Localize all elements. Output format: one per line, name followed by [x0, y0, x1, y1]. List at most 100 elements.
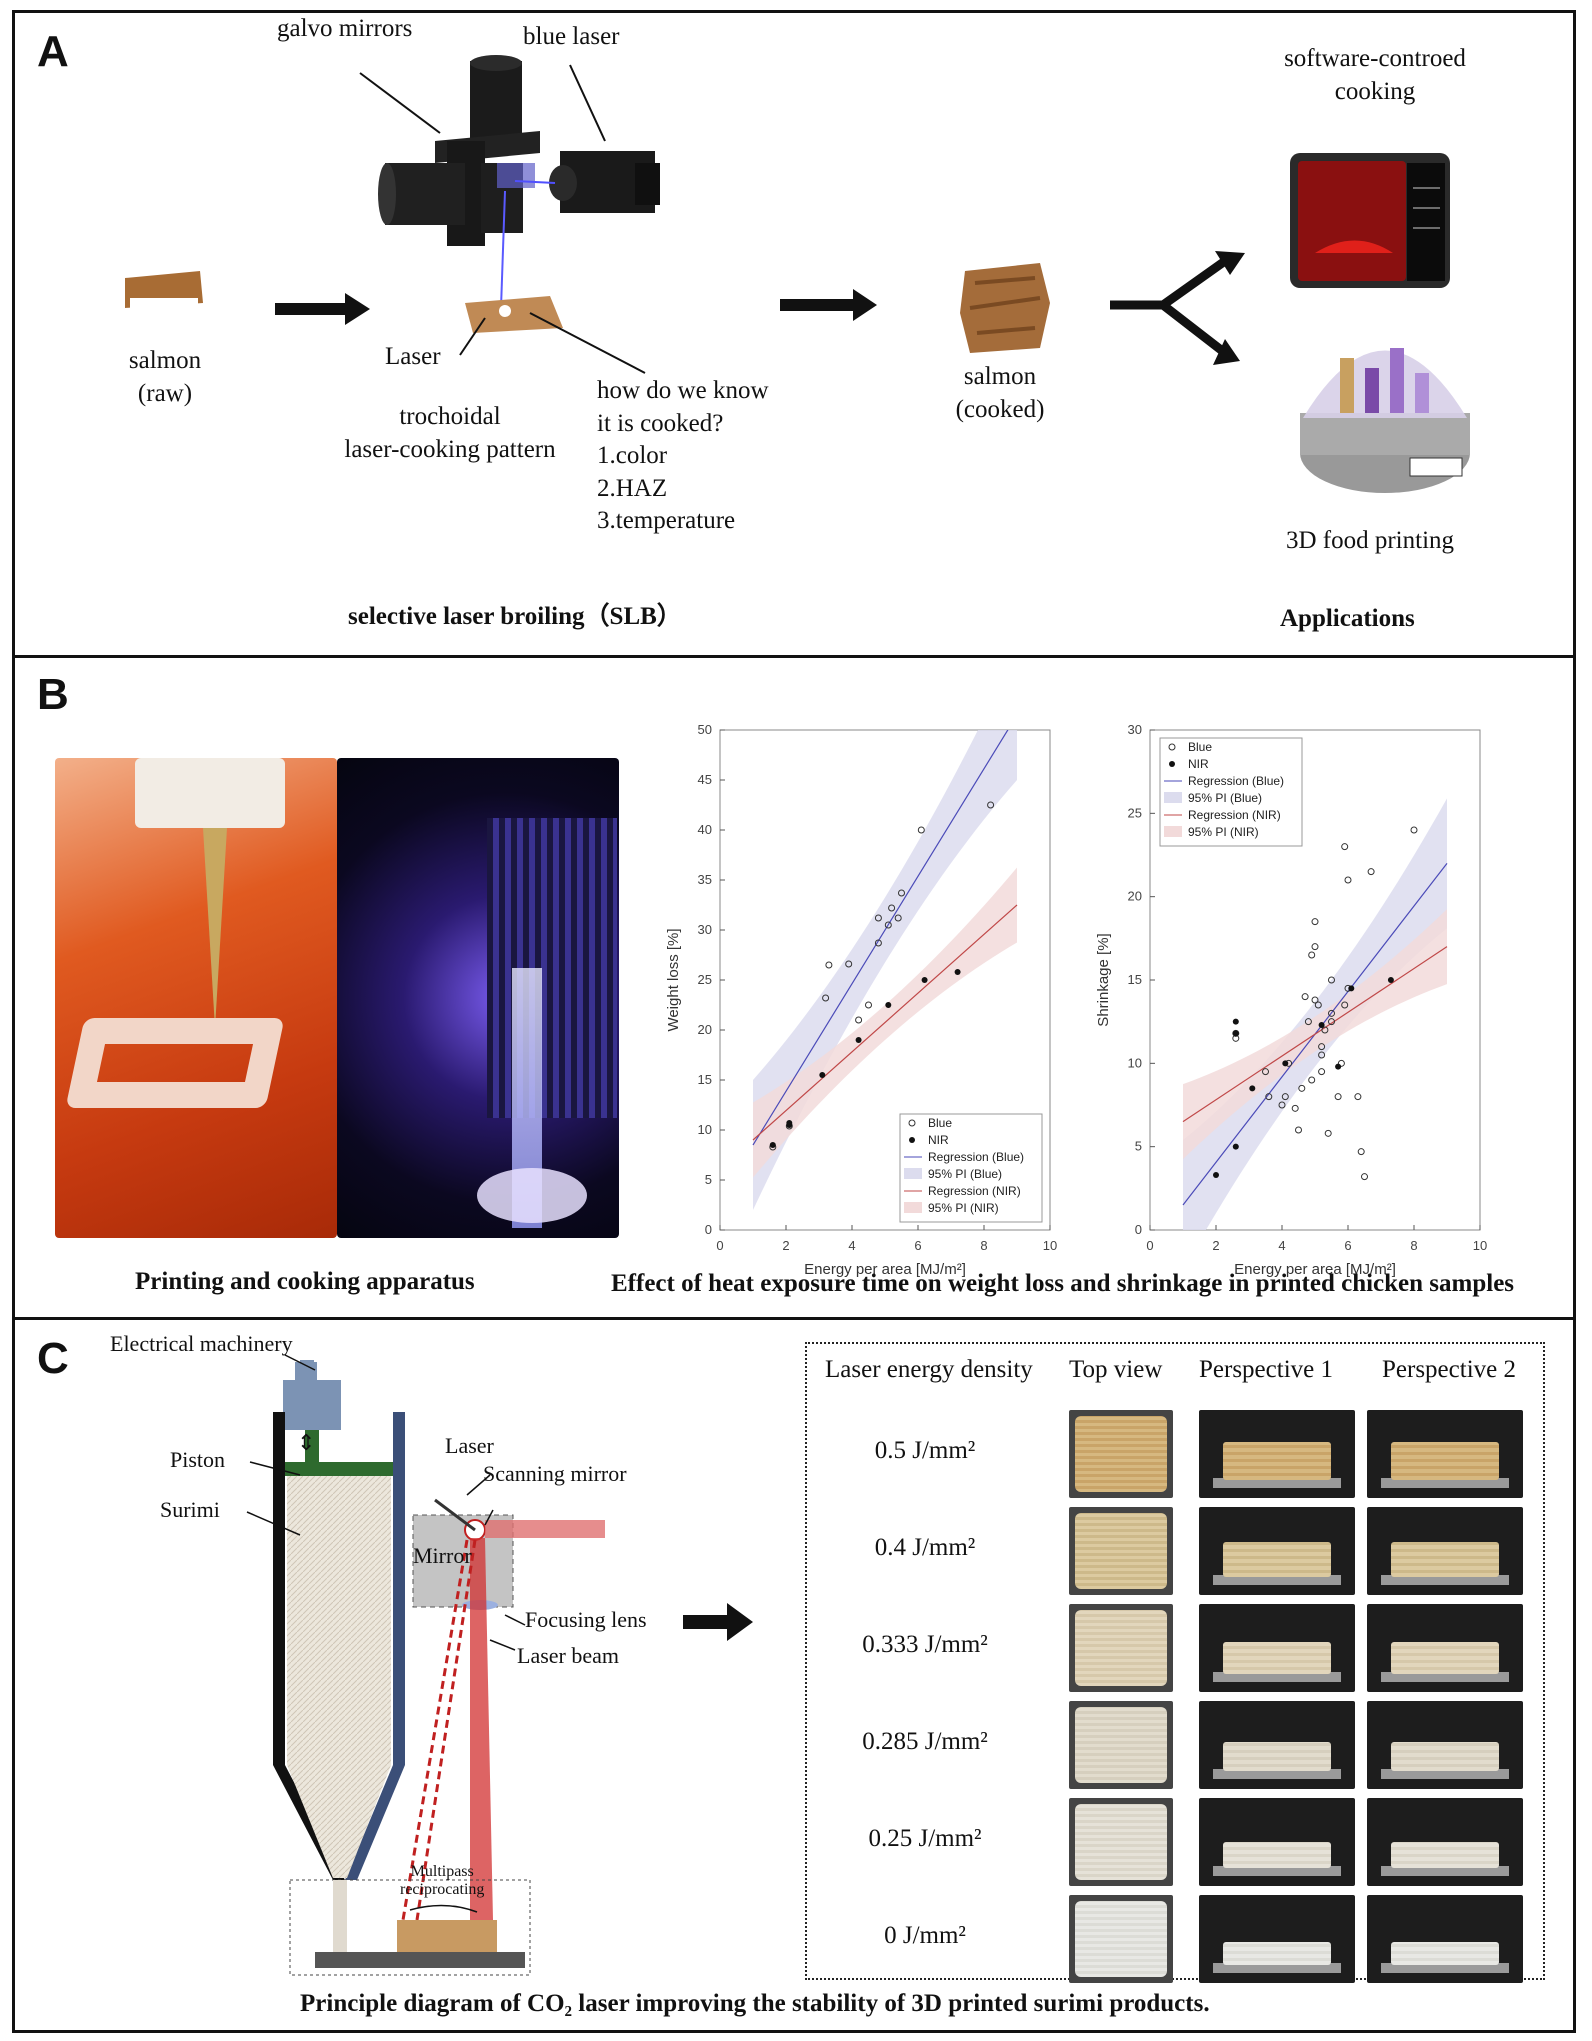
- y-tick-label: 45: [698, 772, 712, 787]
- software-cooking-label: software-controed cooking: [1284, 45, 1466, 105]
- perspective-2-photo: [1367, 1410, 1523, 1498]
- legend-label: 95% PI (NIR): [928, 1201, 999, 1215]
- y-tick-label: 5: [705, 1172, 712, 1187]
- co2-laser-diagram: ⇕: [246, 1354, 753, 1976]
- y-tick-label: 15: [698, 1072, 712, 1087]
- effect-caption: Effect of heat exposure time on weight l…: [611, 1270, 1515, 1297]
- data-point-nir: [954, 969, 961, 975]
- data-point-nir: [1282, 1060, 1289, 1067]
- galvo-label: galvo mirrors: [277, 15, 413, 42]
- data-point-blue: [1328, 1018, 1335, 1026]
- x-tick-label: 6: [1344, 1238, 1351, 1253]
- perspective-1-photo: [1199, 1701, 1355, 1789]
- piston-label: Piston: [170, 1447, 226, 1472]
- legend-swatch: [904, 1168, 922, 1179]
- data-point-nir: [1232, 1143, 1239, 1150]
- top-view-photo: [1069, 1507, 1173, 1595]
- data-point-blue: [1354, 1093, 1362, 1101]
- perspective-2-photo: [1367, 1507, 1523, 1595]
- pattern-label: trochoidal laser-cooking pattern: [344, 403, 556, 463]
- legend-swatch: [904, 1202, 922, 1213]
- data-point-blue: [888, 904, 896, 912]
- x-tick-label: 6: [914, 1238, 921, 1253]
- legend-label: NIR: [928, 1133, 949, 1147]
- laser-label: Laser: [445, 1433, 494, 1458]
- legend-swatch: [1164, 826, 1182, 837]
- data-point-nir: [1348, 985, 1355, 992]
- legend-label: Regression (Blue): [928, 1150, 1024, 1164]
- data-point-blue: [1278, 1101, 1286, 1109]
- data-point-blue: [1311, 996, 1319, 1004]
- x-tick-label: 4: [1278, 1238, 1285, 1253]
- x-tick-label: 0: [1146, 1238, 1153, 1253]
- perspective-1-photo: [1199, 1507, 1355, 1595]
- data-point-blue: [1308, 1076, 1316, 1084]
- x-tick-label: 8: [980, 1238, 987, 1253]
- data-point-blue: [1281, 1093, 1289, 1101]
- density-label: 0.5 J/mm²: [874, 1437, 976, 1464]
- data-point-nir: [885, 1002, 892, 1008]
- data-point-nir: [921, 977, 928, 983]
- data-point-blue: [865, 1001, 872, 1009]
- electrical-machinery-label: Electrical machinery: [110, 1331, 293, 1356]
- y-tick-label: 0: [1135, 1222, 1142, 1237]
- data-point-blue: [822, 994, 830, 1002]
- data-point-blue: [825, 961, 833, 969]
- regression-line-nir: [1182, 946, 1448, 1123]
- data-point-blue: [1311, 943, 1319, 951]
- data-point-blue: [855, 1016, 863, 1024]
- panel-label: B: [37, 670, 69, 719]
- y-tick-label: 30: [698, 922, 712, 937]
- data-point-blue: [898, 889, 905, 897]
- density-label: 0.333 J/mm²: [862, 1631, 988, 1658]
- data-point-blue: [1334, 1093, 1342, 1101]
- panel-c: C ⇕: [12, 1317, 1576, 2033]
- data-point-blue: [845, 960, 853, 968]
- data-point-blue: [1341, 1001, 1349, 1009]
- legend-label: 95% PI (NIR): [1188, 825, 1259, 839]
- data-point-blue: [1328, 976, 1335, 984]
- heatsink: [487, 818, 617, 1118]
- data-point-blue: [874, 939, 882, 947]
- perspective-1-photo: [1199, 1798, 1355, 1886]
- data-point-nir: [769, 1142, 776, 1148]
- y-tick-label: 10: [1128, 1055, 1142, 1070]
- y-tick-label: 5: [1135, 1139, 1142, 1154]
- data-point-blue: [1318, 1068, 1326, 1076]
- x-tick-label: 8: [1410, 1238, 1417, 1253]
- salmon-raw-label: salmon (raw): [128, 347, 202, 407]
- top-view-photo: [1069, 1410, 1173, 1498]
- laser-beam-label: Laser beam: [517, 1643, 619, 1668]
- x-axis-label: Energy per area [MJ/m²]: [804, 1261, 966, 1278]
- y-tick-label: 35: [698, 872, 712, 887]
- legend-box: [1159, 737, 1303, 847]
- data-point-blue: [884, 921, 892, 929]
- data-point-nir: [1249, 1085, 1256, 1092]
- header-density: Laser energy density: [825, 1356, 1033, 1383]
- x-tick-label: 2: [782, 1238, 789, 1253]
- panel-a: A galvo mirrors blue laser: [12, 10, 1576, 658]
- nozzle: [135, 758, 285, 828]
- x-tick-label: 10: [1473, 1238, 1487, 1253]
- y-tick-label: 15: [1128, 972, 1142, 987]
- perspective-2-photo: [1367, 1604, 1523, 1692]
- y-axis-label: Shrinkage [%]: [1095, 933, 1112, 1026]
- apparatus-caption: Printing and cooking apparatus: [135, 1268, 475, 1295]
- data-point-blue: [1410, 826, 1418, 834]
- data-point-nir: [1387, 977, 1394, 983]
- regression-line-nir: [752, 904, 1018, 1141]
- legend-swatch: [908, 1119, 916, 1127]
- data-point-blue: [1318, 1043, 1326, 1051]
- perspective-2-photo: [1367, 1798, 1523, 1886]
- legend-label: Regression (NIR): [928, 1184, 1021, 1198]
- data-point-blue: [1311, 918, 1319, 926]
- data-point-blue: [1304, 1018, 1312, 1026]
- top-view-photo: [1069, 1798, 1173, 1886]
- scanning-mirror-label: Scanning mirror: [483, 1461, 627, 1486]
- data-point-blue: [917, 826, 925, 834]
- legend-label: 95% PI (Blue): [1188, 791, 1262, 805]
- data-point-nir: [1232, 1018, 1239, 1025]
